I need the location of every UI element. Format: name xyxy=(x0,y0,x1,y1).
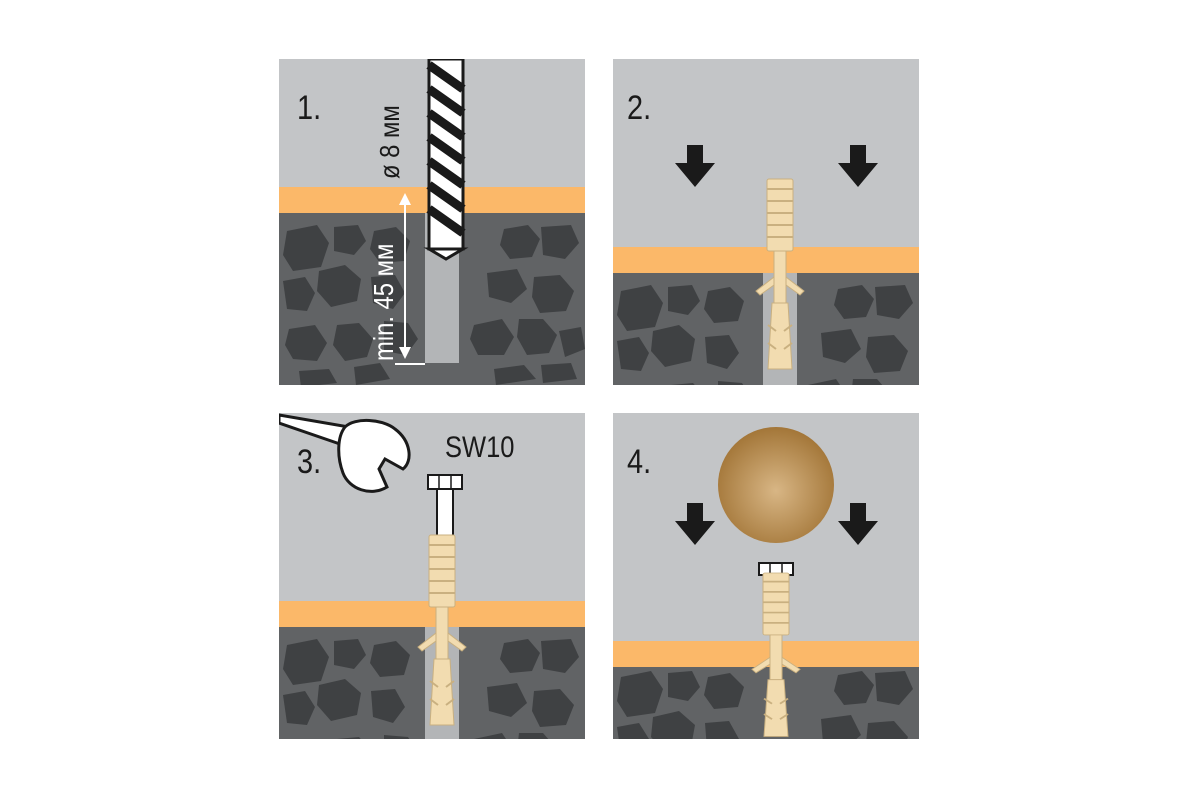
mount-ball-illustration xyxy=(613,413,919,739)
step-number-2: 2. xyxy=(627,89,652,127)
depth-arrow xyxy=(395,193,425,365)
screw xyxy=(427,474,463,540)
drill-bit xyxy=(423,59,469,261)
depth-label: min. 45 мм xyxy=(368,243,399,361)
drilling-illustration xyxy=(279,59,585,385)
wooden-ball xyxy=(718,427,834,543)
insert-anchor-illustration xyxy=(613,59,919,385)
panel-step-4: 4. xyxy=(613,413,919,739)
wrench-size-label: SW10 xyxy=(445,431,515,464)
panel-step-3: 3. SW10 xyxy=(279,413,585,739)
step-number-1: 1. xyxy=(297,89,322,127)
panel-step-1: 1. ø 8 мм min. 45 мм xyxy=(279,59,585,385)
step-number-4: 4. xyxy=(627,443,652,481)
wrench-icon xyxy=(279,413,411,493)
plaster-layer xyxy=(613,247,919,273)
diameter-label: ø 8 мм xyxy=(374,105,405,179)
panel-step-2: 2. xyxy=(613,59,919,385)
tighten-screw-illustration xyxy=(279,413,585,739)
step-number-3: 3. xyxy=(297,443,322,481)
